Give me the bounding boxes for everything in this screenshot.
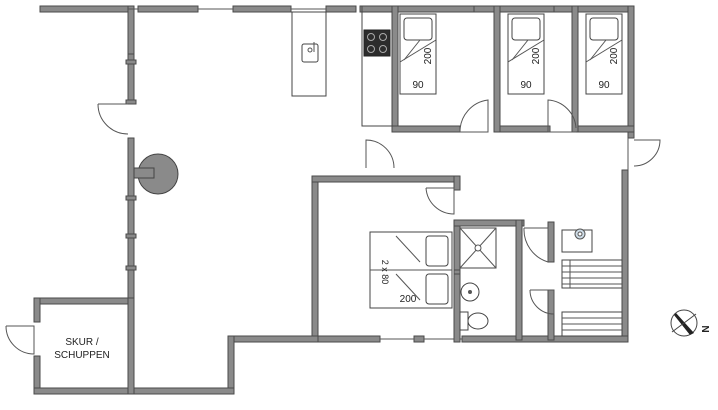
double-bed: 2 x 80 200 bbox=[369, 231, 453, 309]
sauna-bench-upper bbox=[561, 259, 623, 289]
bed-2: 200 90 bbox=[507, 13, 545, 95]
kitchen bbox=[291, 11, 393, 127]
bed-1-width: 90 bbox=[412, 80, 424, 91]
bed-1: 200 90 bbox=[399, 13, 437, 95]
bed-3: 200 90 bbox=[585, 13, 623, 95]
kitchen-counter bbox=[361, 11, 393, 127]
stove-icon bbox=[363, 29, 391, 57]
windows bbox=[125, 8, 629, 340]
compass-icon: N bbox=[670, 309, 712, 337]
exterior-walls bbox=[33, 5, 635, 395]
bed-1-length: 200 bbox=[423, 47, 434, 64]
fireplace-icon bbox=[133, 153, 179, 195]
bathroom bbox=[459, 227, 497, 331]
shed-room: SKUR / SCHUPPEN bbox=[54, 337, 110, 361]
sauna-bench-lower bbox=[561, 311, 623, 337]
bed-2-length: 200 bbox=[531, 47, 542, 64]
toilet-icon bbox=[459, 311, 489, 331]
double-bed-length: 200 bbox=[400, 294, 417, 305]
compass-letter: N bbox=[701, 325, 712, 332]
shed-label-line1: SKUR / bbox=[65, 337, 99, 348]
shed-label-line2: SCHUPPEN bbox=[54, 350, 110, 361]
utility bbox=[561, 228, 623, 337]
sink bbox=[301, 43, 319, 63]
interior-walls bbox=[361, 5, 635, 343]
double-bed-size: 2 x 80 bbox=[380, 260, 390, 285]
bed-2-width: 90 bbox=[520, 80, 532, 91]
bed-3-width: 90 bbox=[598, 80, 610, 91]
bed-3-length: 200 bbox=[609, 47, 620, 64]
doors bbox=[5, 99, 661, 355]
